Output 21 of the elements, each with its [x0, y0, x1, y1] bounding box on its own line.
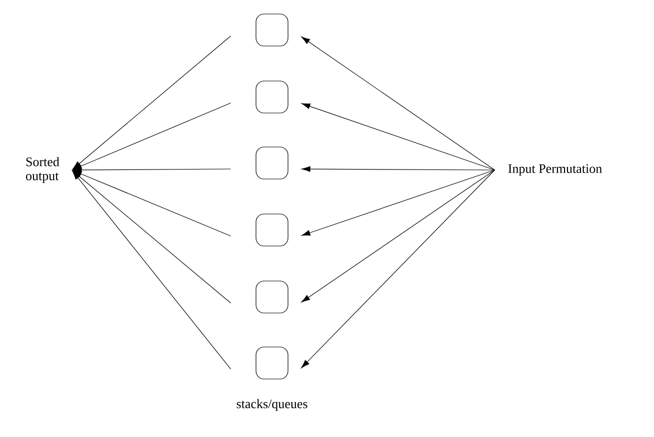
arrow [301, 103, 495, 170]
caption-label: stacks/queues [236, 399, 308, 411]
rounded-box [256, 280, 288, 314]
rounded-box [256, 14, 288, 46]
arrow [72, 102, 231, 170]
arrow [72, 170, 231, 304]
arrow [301, 170, 495, 368]
rounded-box [256, 214, 288, 246]
arrow [72, 170, 231, 236]
arrow [302, 166, 495, 172]
text-label: Sorted output [26, 157, 60, 183]
rounded-box [256, 80, 288, 114]
arrow [301, 170, 495, 302]
arrow [72, 170, 231, 370]
arrow [72, 36, 231, 170]
rounded-box [256, 146, 288, 180]
arrow [301, 170, 495, 236]
text-label: Input Permutation [508, 164, 602, 176]
arrow [72, 167, 231, 173]
rounded-box [256, 346, 288, 380]
arrow [301, 36, 495, 170]
